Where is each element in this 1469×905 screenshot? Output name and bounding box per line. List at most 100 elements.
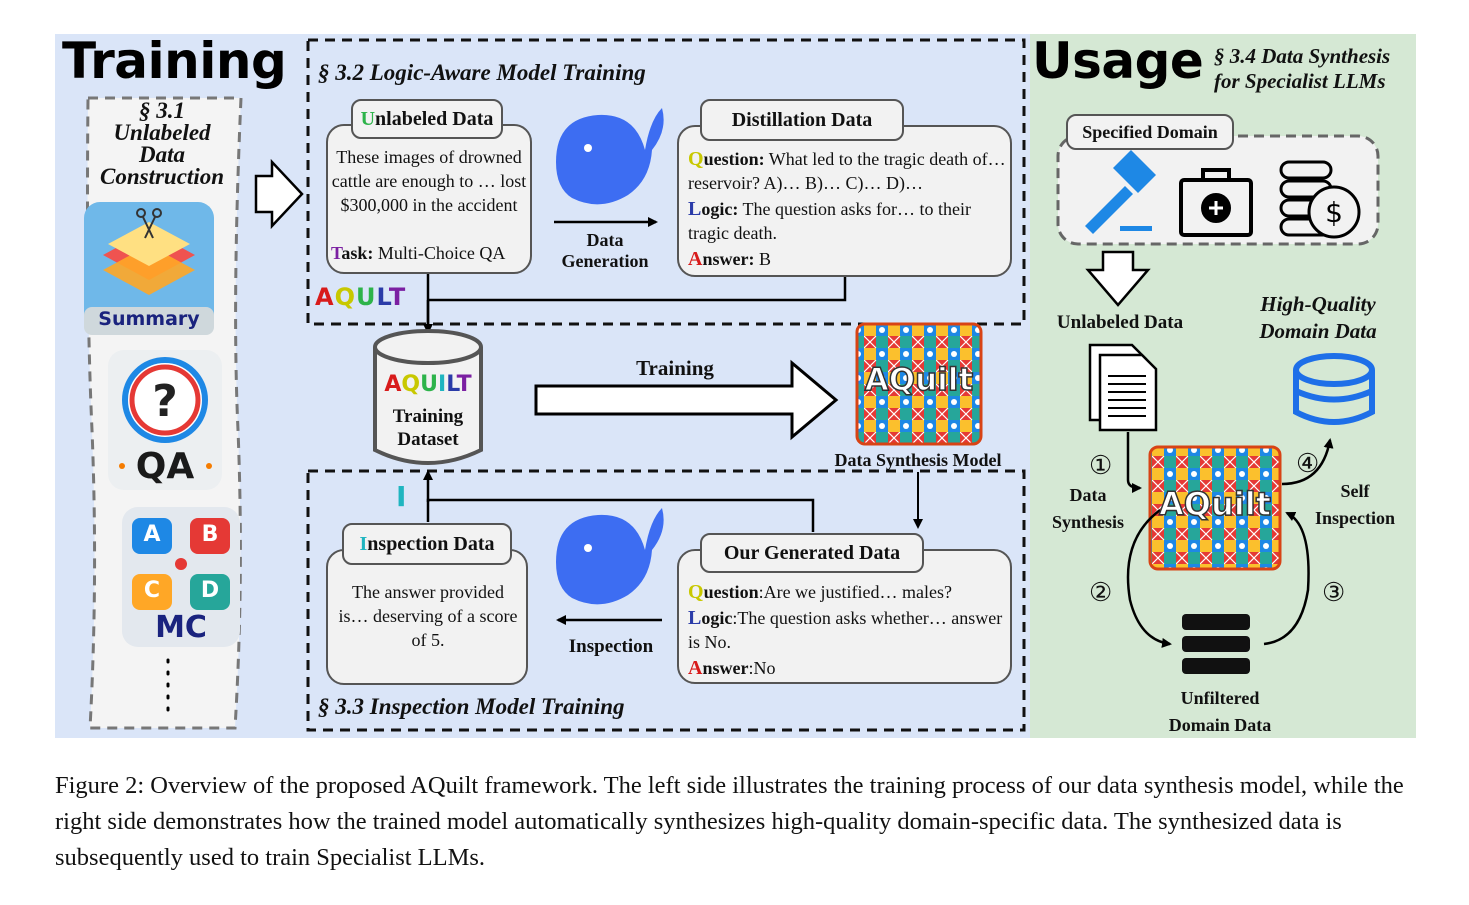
answer-key: nswer: — [702, 249, 755, 269]
generated-data-tab: Our Generated Data — [700, 533, 924, 573]
task-value: Multi-Choice QA — [373, 243, 506, 263]
s34-line-1: § 3.4 Data Synthesis — [1214, 44, 1391, 68]
aquilt-logo-model — [855, 322, 983, 446]
mc-letter-c: C — [143, 578, 161, 603]
aqult-l: L — [376, 283, 389, 311]
s31-line-3: Data — [139, 142, 185, 167]
ds-q: Q — [401, 372, 421, 397]
dataset-line-2: Dataset — [397, 429, 459, 450]
training-label: Training — [636, 356, 714, 380]
data-generation-line-1: Data — [586, 230, 624, 250]
inspection-data-box — [326, 549, 528, 685]
data-generation-label: Data Generation — [560, 230, 650, 272]
inspection-label: nspection Data — [367, 533, 495, 555]
inspection-text: The answer provided is… deserving of a s… — [338, 582, 518, 650]
inspection-i-letter: I — [359, 533, 368, 555]
gq-letter: Q — [688, 581, 704, 603]
gl-letter: L — [688, 607, 702, 629]
s31-hollow-arrow — [254, 158, 304, 230]
s34-title: § 3.4 Data Synthesis for Specialist LLMs — [1214, 44, 1390, 94]
self-inspection-line-2: Inspection — [1314, 508, 1395, 528]
distillation-answer: Answer: B — [688, 247, 1010, 271]
connector-bottom — [426, 498, 815, 532]
more-indicator: ⋮ — [150, 690, 186, 691]
dollar-glyph: $ — [1325, 196, 1343, 229]
training-hollow-arrow — [534, 359, 839, 441]
unfiltered-line-1: Unfiltered — [1180, 688, 1260, 708]
s31-line-4: Construction — [100, 164, 224, 189]
arrow-logo-to-unfiltered — [1126, 509, 1172, 648]
self-inspection-line-1: Self — [1340, 481, 1370, 501]
distillation-logic: Logic: The question asks for… to their t… — [688, 197, 1010, 245]
ds-i: I — [438, 372, 447, 397]
s31-line-2: Unlabeled — [113, 120, 211, 145]
mc-icon — [122, 507, 240, 647]
aqult-a: A — [315, 283, 335, 311]
training-dataset-cylinder — [373, 329, 483, 465]
ds-t: T — [456, 372, 472, 397]
summary-icon — [84, 202, 214, 335]
training-title: Training — [62, 32, 287, 90]
unlabeled-data-tab: Unlabeled Data — [351, 99, 503, 139]
s31-line-1: § 3.1 — [139, 98, 185, 123]
s32-title: § 3.2 Logic-Aware Model Training — [318, 60, 646, 85]
question-value: What led to the tragic death of… reservo… — [688, 149, 1006, 193]
coins-dollar-icon — [1279, 160, 1361, 239]
q-letter: Q — [688, 148, 704, 170]
s33-title: § 3.3 Inspection Model Training — [318, 694, 625, 719]
distillation-question: Question: What led to the tragic death o… — [688, 147, 1010, 195]
aquilt-logo-model-text: AQuilt — [864, 361, 974, 399]
g-answer-key: nswer — [702, 658, 749, 678]
question-key: uestion: — [703, 149, 765, 169]
u-letter: U — [360, 108, 376, 130]
step-2: ② — [1089, 578, 1113, 607]
aqult-letters: AQULT — [315, 283, 406, 311]
data-generation-line-2: Generation — [561, 251, 649, 271]
g-answer-value: :No — [748, 658, 776, 678]
step-1: ① — [1089, 451, 1113, 480]
medical-kit-icon — [1179, 168, 1253, 237]
distillation-data-tab: Distillation Data — [700, 99, 904, 141]
specified-domain-tab: Specified Domain — [1066, 114, 1234, 150]
data-synthesis-line-1: Data — [1069, 485, 1107, 505]
arrow-doc-to-logo — [1126, 432, 1142, 493]
unfiltered-line-2: Domain Data — [1168, 715, 1272, 735]
mc-letter-b: B — [201, 522, 219, 547]
answer-value: B — [754, 249, 771, 269]
s32-dashed-box — [306, 38, 1026, 326]
task-line: Task: Multi-Choice QA — [331, 241, 531, 265]
aquilt-logo-usage — [1148, 445, 1282, 571]
summary-label: Summary — [98, 308, 200, 330]
step-4: ④ — [1296, 449, 1320, 478]
distillation-text: Question: What led to the tragic death o… — [688, 147, 1010, 271]
s34-line-2: for Specialist LLMs — [1214, 69, 1386, 93]
arrow-logo-to-hq — [1281, 438, 1334, 486]
figure-caption: Figure 2: Overview of the proposed AQuil… — [55, 772, 1404, 871]
unlabeled-data-label: Unlabeled Data — [1056, 312, 1184, 333]
data-synthesis-label: Data Synthesis — [1040, 482, 1136, 536]
data-synthesis-line-2: Synthesis — [1051, 512, 1125, 532]
unlabeled-text: These images of drowned cattle are enoug… — [331, 147, 527, 215]
t-letter: T — [331, 243, 342, 263]
mc-letter-a: A — [143, 522, 161, 547]
document-icon — [1088, 343, 1158, 432]
ds-u: U — [420, 372, 438, 397]
logic-value: The question asks for… to their tragic d… — [688, 199, 971, 243]
svg-text:?: ? — [152, 376, 178, 427]
g-logic-key: ogic — [701, 608, 733, 628]
mc-letter-d: D — [200, 578, 220, 603]
dataset-letters: AQUILT — [378, 372, 478, 397]
l-letter: L — [688, 198, 702, 220]
arrow-unfiltered-to-logo — [1263, 511, 1310, 646]
inspection-label-arrow: Inspection — [568, 636, 654, 657]
generated-logic: Logic:The question asks whether… answer … — [688, 606, 1010, 654]
gavel-icon — [1085, 150, 1156, 234]
unlabeled-data-box — [326, 124, 532, 274]
aquilt-logo-usage-text: AQuilt — [1158, 484, 1271, 524]
usage-hollow-down-arrow — [1085, 250, 1151, 307]
unfiltered-data-stack — [1182, 614, 1250, 674]
unlabeled-label: nlabeled Data — [375, 108, 494, 130]
hq-line-1: High-Quality — [1260, 292, 1376, 316]
ds-l: L — [446, 372, 457, 397]
